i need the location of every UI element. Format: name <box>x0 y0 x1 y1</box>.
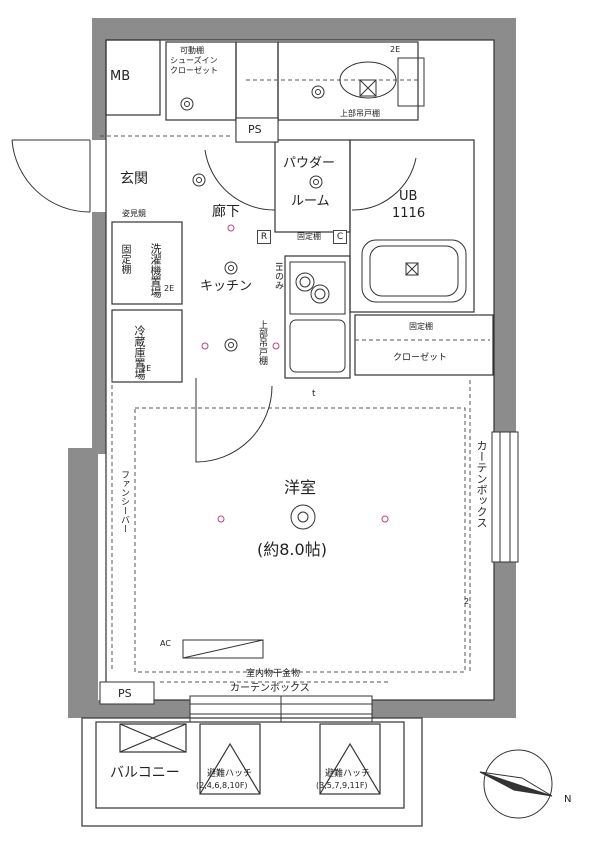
t-mark: t <box>312 389 316 399</box>
upper-cabinet-kitchen-label: 上部吊戸棚 <box>257 320 267 365</box>
western-room-area-label: (約8.0帖) <box>257 540 327 559</box>
powder-door <box>204 149 417 211</box>
balcony-label: バルコニー <box>110 765 180 781</box>
powder-room-label-2: ルーム <box>291 194 330 209</box>
window-right <box>491 431 519 563</box>
powder-room-label-1: パウダー <box>283 156 336 171</box>
fan-heater-label: ファンシーバー <box>119 470 129 533</box>
bathtub <box>361 239 467 303</box>
dashed-lines <box>100 79 490 683</box>
ih-only-label: IHのみ <box>273 262 283 290</box>
ac-label: AC <box>160 639 171 648</box>
indoor-dryer-label: 室内物干金物 <box>246 669 301 679</box>
curtain-box-bottom-label: カーテンボックス <box>230 683 310 694</box>
c-mark: C <box>333 230 347 244</box>
interior-walls <box>105 39 495 701</box>
ceiling-lights <box>180 85 325 530</box>
hatch-right-label: 避難ハッチ <box>325 769 371 779</box>
closet-right-label: クローゼット <box>393 353 448 363</box>
hallway-label: 廊下 <box>212 204 240 220</box>
hallway-door <box>195 378 273 463</box>
closet-label: クローゼット <box>170 66 218 75</box>
kitchen-equipment <box>289 261 346 373</box>
ac-unit <box>182 639 264 659</box>
outlets <box>201 224 389 523</box>
fixed-shelf-right-label: 固定棚 <box>409 322 433 331</box>
hatch-left-floors-label: (2,4,6,8,10F) <box>196 781 248 790</box>
hatch-left-label: 避難ハッチ <box>207 769 253 779</box>
fridge-2e-label: 2E <box>141 364 152 373</box>
kitchen-label: キッチン <box>200 279 253 294</box>
ub-label: UB <box>399 189 418 204</box>
outlet-2-label: 2 <box>464 597 470 606</box>
fridge-place-label: 冷蔵庫置場 <box>133 325 146 380</box>
te-2e-label: 2E <box>390 45 401 54</box>
ub-size-label: 1116 <box>392 206 426 221</box>
north-label: N <box>564 794 572 805</box>
curtain-box-right-label: カーテンボックス <box>475 440 488 528</box>
fixed-shelf-upper-label: 固定棚 <box>297 232 321 241</box>
balcony <box>81 717 423 827</box>
r-mark: R <box>257 230 271 244</box>
toilet <box>339 57 425 107</box>
shoe-box-label: 姿見鏡 <box>122 209 146 218</box>
hatch-right-floors-label: (3,5,7,9,11F) <box>316 781 368 790</box>
upper-cabinet-top-label: 上部吊戸棚 <box>340 109 380 118</box>
mb-label: MB <box>110 69 131 84</box>
shoe-in-closet-label: シューズイン <box>170 56 218 65</box>
ps-top-label: PS <box>248 123 262 136</box>
movable-shelf-label: 可動棚 <box>180 46 204 55</box>
laundry-place-label: 洗濯機置場 <box>149 243 162 298</box>
entrance-door <box>11 139 91 213</box>
western-room-label: 洋室 <box>284 478 317 497</box>
fixed-shelf-left-label: 固定棚 <box>119 244 130 274</box>
entrance-label: 玄関 <box>120 171 148 187</box>
compass <box>479 749 553 819</box>
laundry-2e-label: 2E <box>164 284 175 293</box>
ps-bottom-label: PS <box>118 687 132 700</box>
